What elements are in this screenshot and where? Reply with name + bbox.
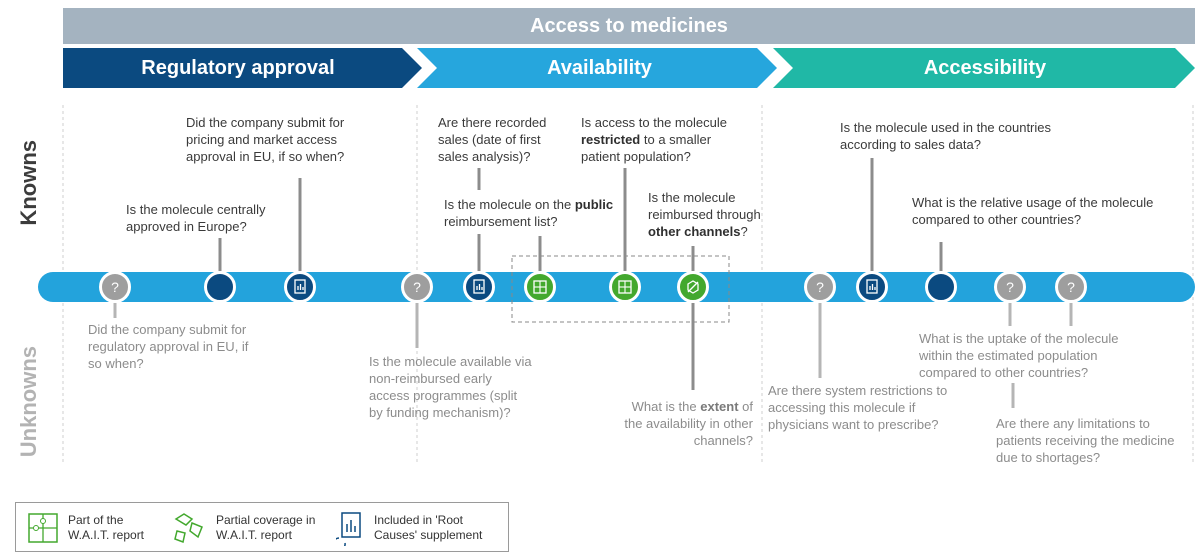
report-icon	[856, 271, 888, 303]
legend-partial-coverage: Partial coverage in W.A.I.T. report	[216, 513, 316, 542]
question-icon: ?	[1055, 271, 1087, 303]
accessibility-chevron	[773, 48, 1195, 88]
question-icon: ?	[99, 271, 131, 303]
known-question: Is the molecule used in the countries ac…	[840, 120, 1052, 152]
legend: Part of the W.A.I.T. report Partial cove…	[15, 502, 509, 552]
known-question: Is access to the molecule restricted to …	[581, 115, 727, 164]
usage-node	[925, 271, 957, 303]
report-icon	[463, 271, 495, 303]
question-icon: ?	[994, 271, 1026, 303]
known-question: Is the molecule reimbursed through other…	[648, 190, 761, 239]
access-to-medicines-banner: Access to medicines	[63, 8, 1195, 44]
legend-root-causes: Included in 'Root Causes' supplement	[374, 513, 483, 542]
report-icon	[336, 512, 361, 546]
unknown-question: What is the extent of the availability i…	[624, 399, 753, 448]
approval-node	[204, 271, 236, 303]
known-question: Is the molecule on the public reimbursem…	[444, 197, 614, 229]
unknown-question: Is the molecule available via non-reimbu…	[369, 354, 532, 420]
unknown-question: What is the uptake of the molecule withi…	[919, 331, 1119, 380]
known-question: Did the company submit for pricing and m…	[186, 115, 345, 164]
legend-part-of-wait: Part of the W.A.I.T. report	[68, 513, 145, 542]
regulatory-approval-label: Regulatory approval	[141, 56, 335, 79]
unknown-question: Did the company submit for regulatory ap…	[88, 322, 249, 371]
phase-chevrons	[63, 48, 1195, 88]
availability-chevron	[417, 48, 777, 88]
unknown-question: Are there system restrictions to accessi…	[768, 383, 948, 432]
regulatory-approval-chevron	[63, 48, 422, 88]
question-icon: ?	[401, 271, 433, 303]
known-question: What is the relative usage of the molecu…	[912, 195, 1154, 227]
unknown-question: Are there any limitations to patients re…	[996, 416, 1175, 465]
report-icon	[284, 271, 316, 303]
partial-puzzle-icon	[677, 271, 709, 303]
puzzle-icon	[524, 271, 556, 303]
accessibility-label: Accessibility	[923, 56, 1047, 79]
question-icon: ?	[804, 271, 836, 303]
availability-label: Availability	[547, 56, 652, 79]
known-question: Are there recorded sales (date of first …	[438, 115, 547, 164]
known-question: Is the molecule centrally approved in Eu…	[126, 202, 266, 234]
puzzle-icon	[609, 271, 641, 303]
highlight-box	[511, 255, 730, 323]
partial-puzzle-icon	[174, 513, 203, 544]
puzzle-icon	[28, 513, 58, 543]
